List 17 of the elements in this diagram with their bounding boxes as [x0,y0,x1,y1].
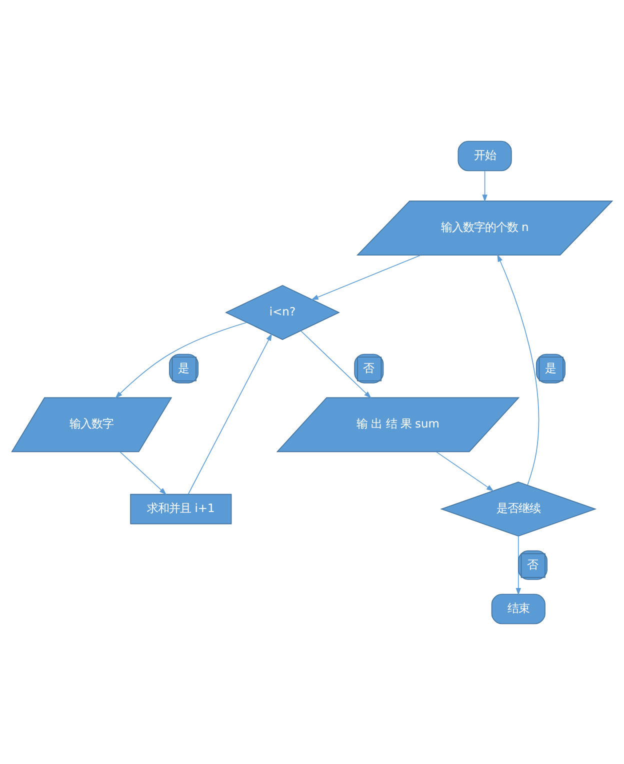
arrow [188,332,272,494]
arrow [115,322,247,398]
node-box: 开始 [458,140,512,171]
edge-label: 是 [545,360,556,375]
edge-label: 是 [178,360,190,375]
arrow [436,450,494,491]
node-box: 结束 [491,593,546,624]
node-diamond: i<n? [225,284,340,340]
arrow [311,254,421,300]
edge-label: 否 [526,557,538,572]
edge-label: 否 [363,360,374,375]
node-diamond: 是否继续 [440,481,597,536]
node-box: 求和并且 i+1 [130,493,232,524]
arrow [497,254,540,485]
arrow [120,450,167,494]
arrow [482,170,488,202]
arrow [300,330,372,398]
